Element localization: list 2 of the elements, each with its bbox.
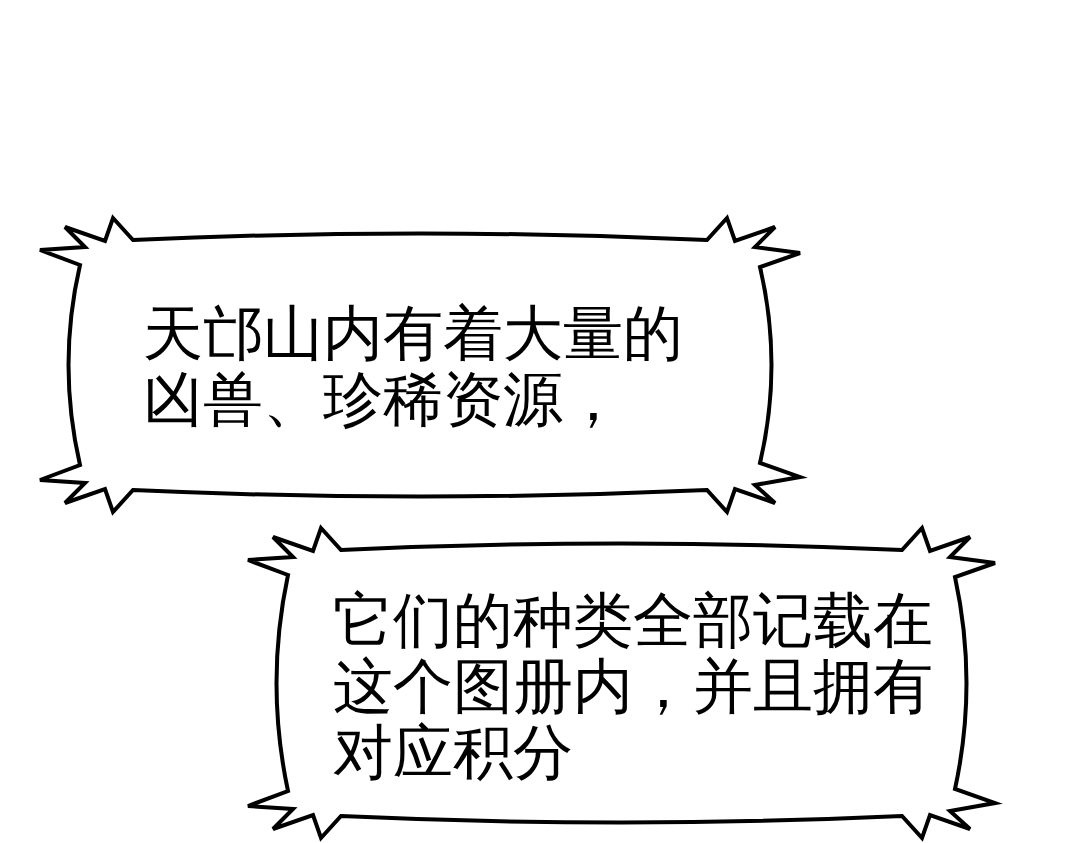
speech-text: 它们的种类全部记载在这个图册内，并且拥有对应积分: [333, 587, 934, 785]
speech-text: 天邙山内有着大量的凶兽、珍稀资源，: [143, 300, 683, 432]
